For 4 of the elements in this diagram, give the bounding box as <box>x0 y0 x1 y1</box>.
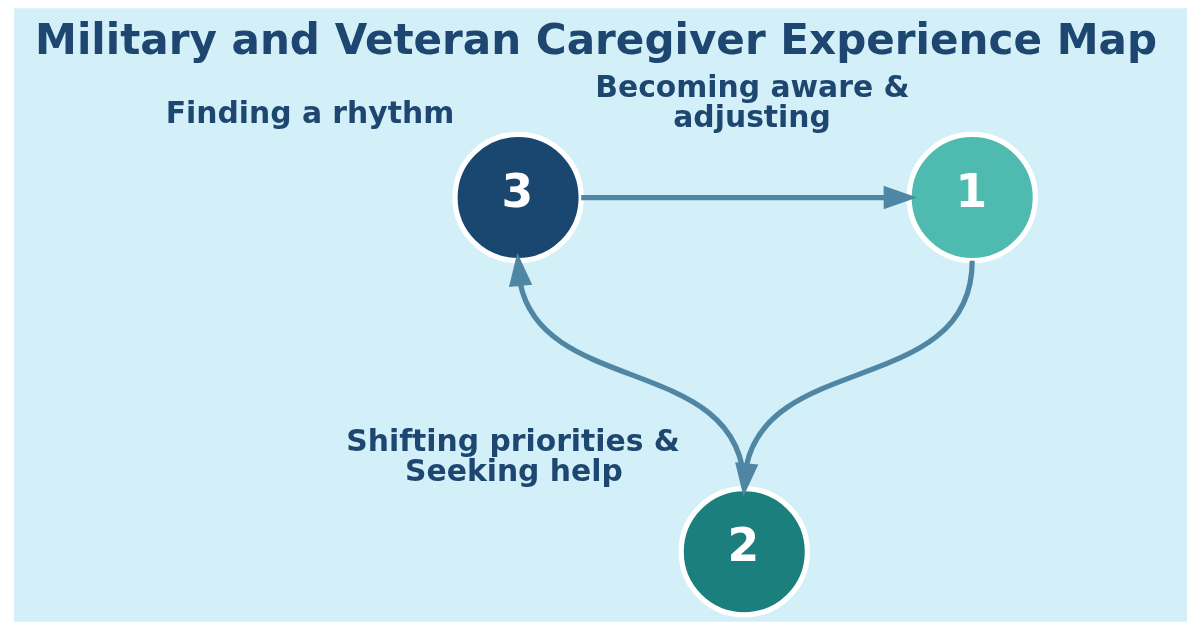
node-label: Shifting priorities & Seeking help <box>345 423 680 488</box>
node-label: Finding a rhythm <box>165 95 454 131</box>
node-label: Becoming aware & adjusting <box>594 68 909 134</box>
diagram-title: Military and Veteran Caregiver Experience Map <box>34 15 1157 65</box>
